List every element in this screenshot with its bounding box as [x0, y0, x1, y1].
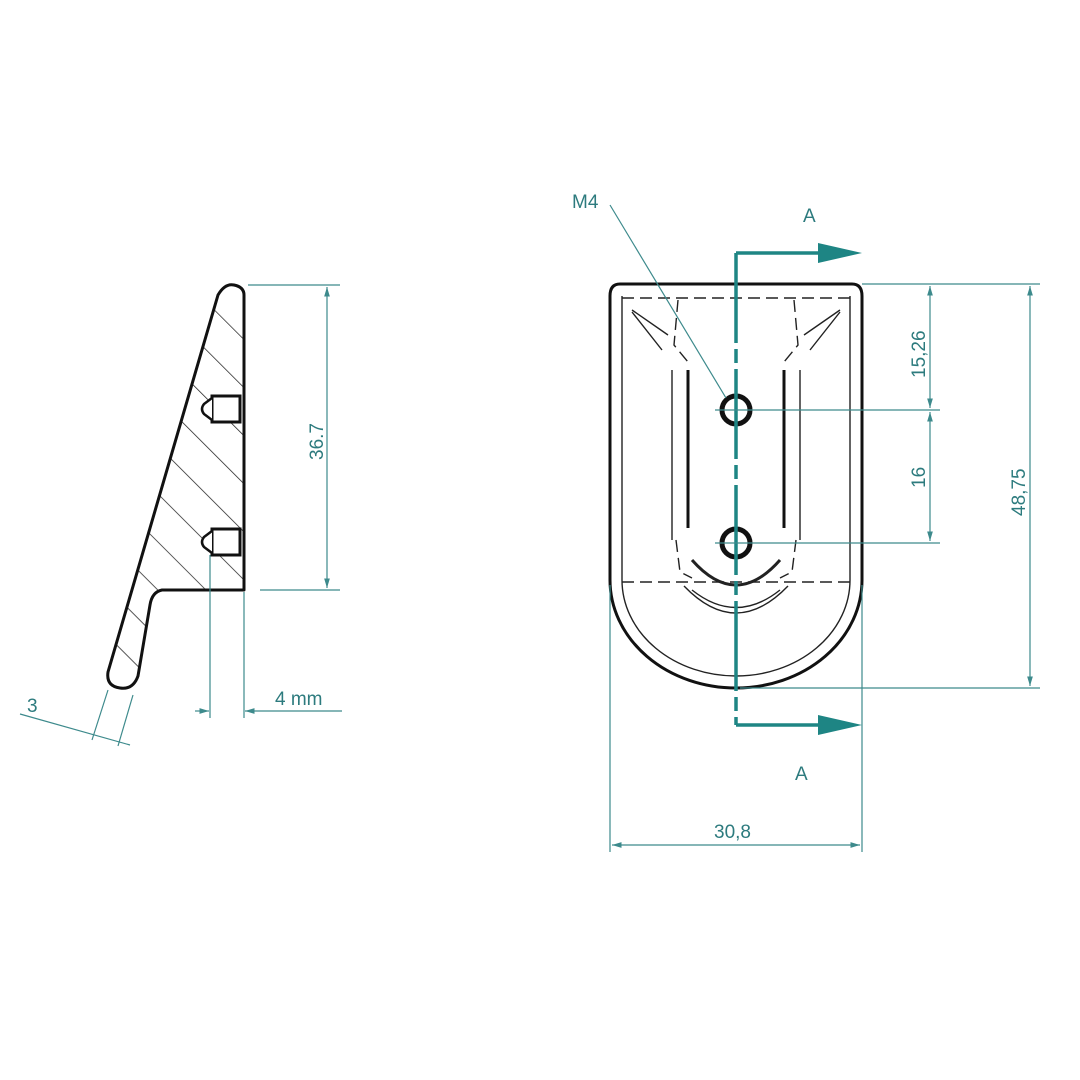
dimension-height-front: 48,75	[1009, 286, 1033, 686]
section-line-a-a: A A	[734, 206, 862, 785]
side-section-view: 36.7 4 mm 3	[19, 283, 342, 747]
thread-label: M4	[572, 192, 599, 213]
section-label-top: A	[803, 206, 816, 227]
dimension-width-front: 30,8	[609, 585, 863, 852]
section-label-bottom: A	[795, 764, 808, 785]
depth-label: 4 mm	[275, 689, 323, 710]
dimension-height-side: 36.7	[248, 284, 340, 591]
height-front-label: 48,75	[1009, 468, 1030, 516]
thread-callout: M4	[572, 192, 727, 399]
dimension-hole-spacing: 16	[909, 412, 933, 541]
dimension-depth-side: 4 mm	[195, 555, 342, 718]
hole-spacing-label: 16	[909, 467, 930, 488]
side-profile	[106, 283, 246, 690]
height-label: 36.7	[307, 423, 328, 460]
dimension-thickness-side: 3	[19, 689, 134, 747]
front-view: A A M4 15,26 16 48,75 30,8	[572, 192, 1040, 852]
width-label: 30,8	[714, 822, 751, 843]
dimension-hole-offset: 15,26	[909, 286, 933, 408]
socket-upper	[200, 394, 242, 424]
socket-lower	[200, 527, 242, 557]
hole-offset-label: 15,26	[909, 330, 930, 378]
thickness-label: 3	[27, 696, 38, 717]
